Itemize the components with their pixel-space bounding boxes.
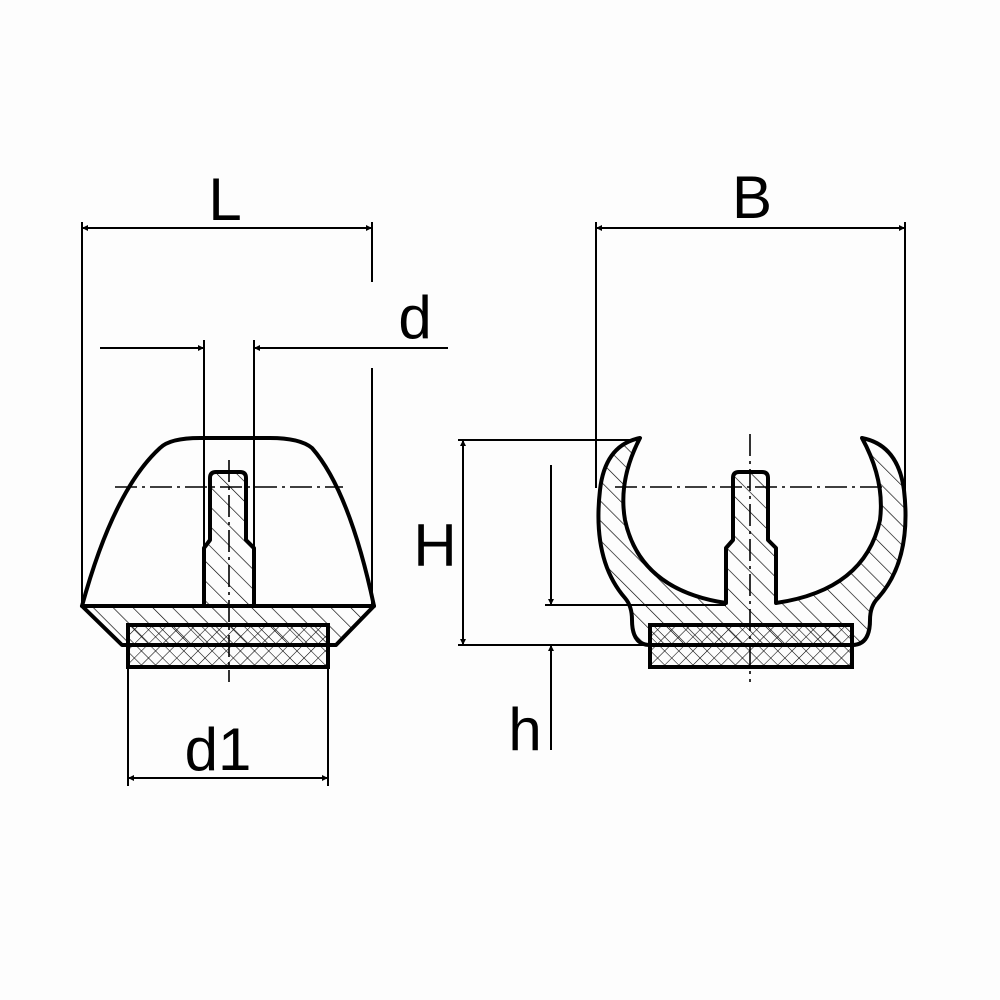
label-B: B: [732, 164, 772, 231]
left-base-section: [80, 470, 376, 647]
label-d1: d1: [185, 716, 252, 783]
left-rubber-pad: [126, 623, 330, 669]
left-view: L d d1: [80, 166, 448, 786]
label-L: L: [208, 166, 241, 233]
right-view: B H h: [413, 164, 908, 763]
label-H: H: [413, 512, 456, 579]
label-d: d: [398, 284, 431, 351]
right-rubber-pad: [648, 623, 854, 669]
left-cap-body: [80, 436, 376, 608]
right-clip-section: [596, 436, 908, 647]
label-h: h: [508, 696, 541, 763]
